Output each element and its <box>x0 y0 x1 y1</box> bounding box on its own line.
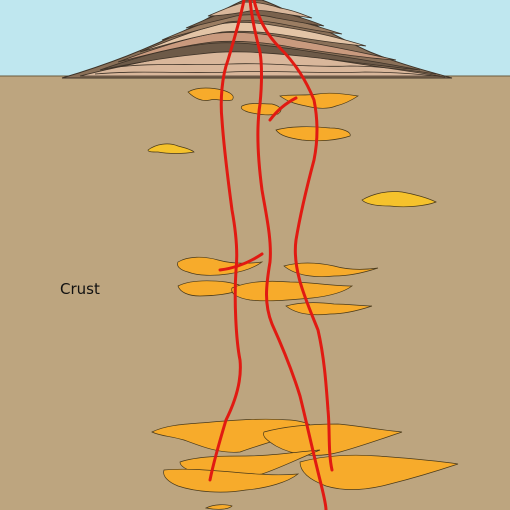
conduit-center <box>248 0 328 510</box>
crust-label: Crust <box>60 280 100 298</box>
magma-pocket <box>275 126 351 142</box>
magma-sill <box>299 454 459 490</box>
magma-pocket <box>147 143 195 154</box>
mid-crust-sills <box>177 256 379 316</box>
magma-conduits <box>208 0 334 510</box>
magma-sill <box>283 262 379 278</box>
magma-sill <box>163 468 300 493</box>
conduit-left <box>208 0 246 482</box>
magma-pocket <box>279 92 359 109</box>
conduit-right <box>252 0 334 472</box>
magma-sill <box>231 280 354 302</box>
magma-pocket <box>361 191 437 208</box>
shallow-magma-pockets <box>147 87 437 208</box>
conduit-branch <box>218 252 264 272</box>
magma-sill <box>204 504 233 510</box>
conduit-branch <box>268 96 298 122</box>
magma-sill <box>177 256 264 276</box>
magma-pocket <box>240 103 282 116</box>
